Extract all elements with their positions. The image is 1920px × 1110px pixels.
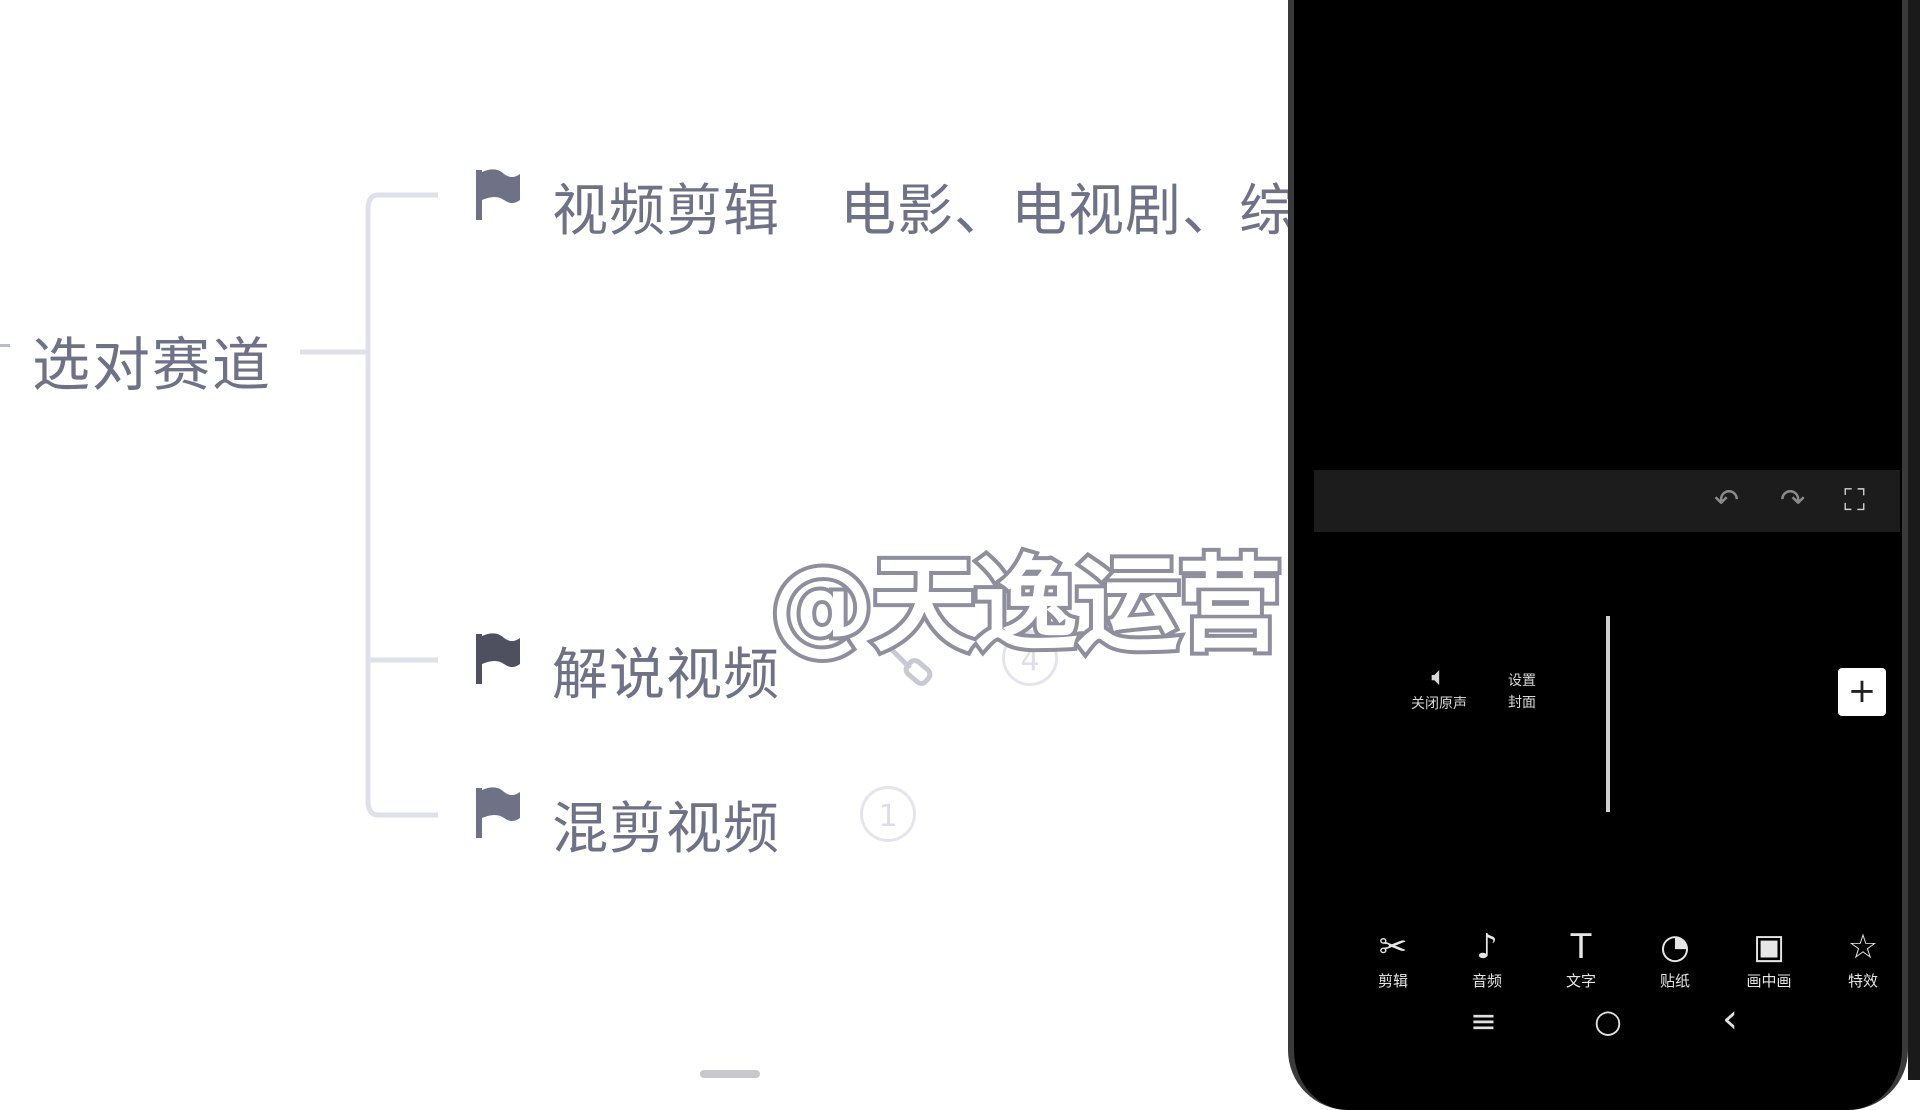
mute-original-audio-button[interactable]: 🔈︎ 关闭原声 [1394,662,1484,713]
tool-audio[interactable]: ♪ 音频 [1452,928,1522,991]
incoming-connector [0,344,10,347]
sticker-icon: ◔ [1660,927,1690,967]
flag-icon [476,787,520,838]
mute-label: 关闭原声 [1411,696,1467,712]
redo-icon[interactable]: ↷ [1780,483,1806,518]
mind-map-canvas: 选对赛道 视频剪辑 电影、电视剧、综 解说视频 4 混剪视频 1 [0,169,1296,1078]
node-commentary-video[interactable]: 解说视频 [552,643,780,708]
picture-in-picture-icon: ▣ [1752,927,1786,967]
flag-icon [476,633,520,684]
undo-icon[interactable]: ↶ [1714,483,1740,518]
fullscreen-icon[interactable]: ⛶ [1844,483,1865,518]
attachment-link-icon[interactable] [880,636,940,696]
node-video-editing[interactable]: 视频剪辑 [552,179,780,244]
branch-connector [365,192,438,818]
add-clip-button[interactable]: + [1838,668,1886,716]
editor-toolbar: ↶ ↷ ⛶ [1314,470,1900,532]
count-badge: 1 [860,786,916,842]
root-node[interactable]: 选对赛道 [32,331,273,399]
flag-icon [476,169,520,220]
scissors-icon: ✂ [1378,927,1408,967]
phone-side-edge [1908,0,1920,1080]
scroll-handle[interactable] [700,1070,760,1078]
back-nav-button[interactable]: ‹ [1722,996,1738,1042]
tool-text[interactable]: T 文字 [1546,928,1616,991]
tool-cut[interactable]: ✂ 剪辑 [1358,928,1428,991]
home-nav-button[interactable]: ○ [1594,1002,1622,1040]
watermark-text: @天逸运营 [766,540,1286,670]
mind-map-connectors [300,192,438,818]
phone-video-editor: ↶ ↷ ⛶ 🔈︎ 关闭原声 设置 封面 + ✂ 剪辑 ♪ 音频 T 文字 ◔ 贴… [1288,0,1908,1110]
effects-star-icon: ☆ [1847,927,1879,967]
node-video-editing-detail: 电影、电视剧、综 [840,179,1296,244]
node-mashup-video[interactable]: 混剪视频 [552,797,780,862]
music-note-icon: ♪ [1476,927,1498,967]
set-cover-button[interactable]: 设置 封面 [1508,673,1536,711]
tool-effects[interactable]: ☆ 特效 [1828,928,1898,991]
timeline-playhead[interactable] [1606,616,1610,812]
speaker-icon: 🔈︎ [1431,662,1447,692]
menu-nav-button[interactable]: ≡ [1470,1002,1497,1040]
tool-sticker[interactable]: ◔ 贴纸 [1640,928,1710,991]
text-icon: T [1570,927,1592,967]
tool-picture-in-picture[interactable]: ▣ 画中画 [1734,928,1804,991]
count-badge: 4 [1002,630,1058,686]
